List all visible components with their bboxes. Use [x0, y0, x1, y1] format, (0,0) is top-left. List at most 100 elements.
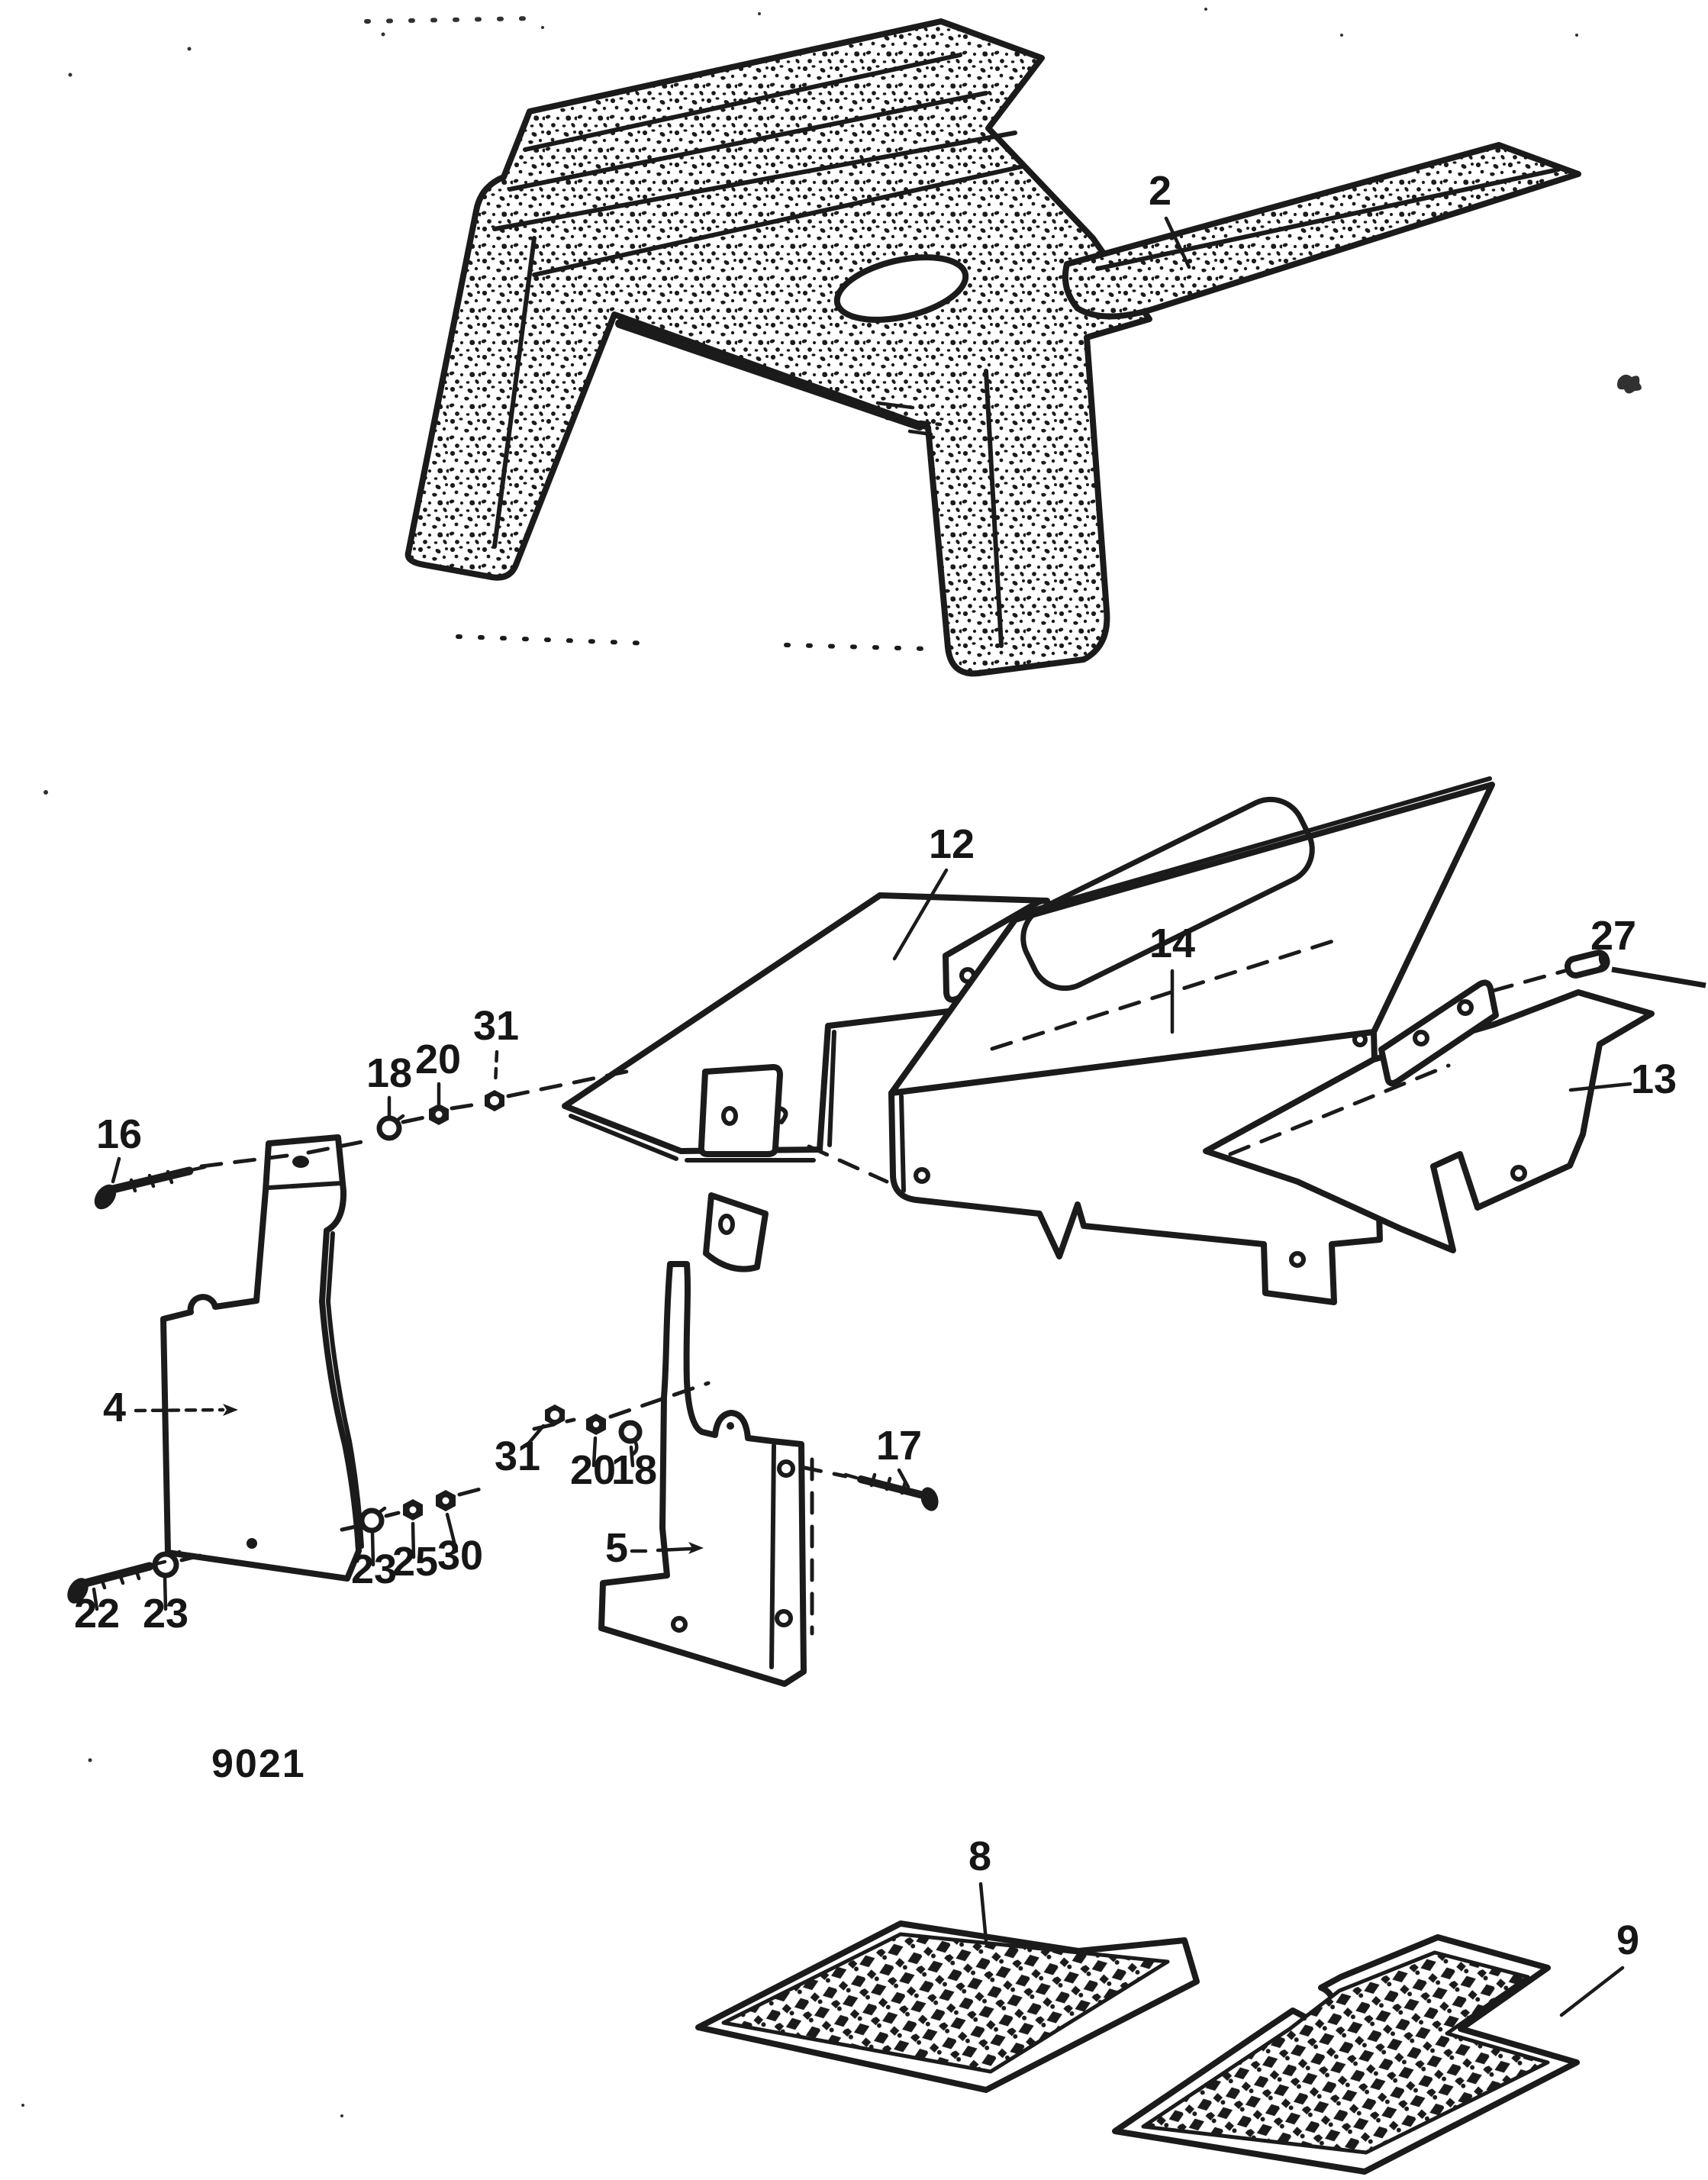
alignment-dashes — [990, 937, 1342, 1051]
nut-center — [409, 1506, 417, 1514]
speck — [340, 2114, 343, 2117]
speck — [88, 1758, 92, 1762]
bolt-axis-dashes — [457, 1485, 491, 1497]
mat-9 — [1112, 1934, 1580, 2175]
callout-16: 16 — [96, 1111, 142, 1157]
callout-13: 13 — [1631, 1056, 1677, 1102]
bolt-axis-dashes — [401, 1115, 427, 1124]
speck — [187, 47, 192, 51]
speck — [21, 2104, 24, 2107]
bracket-hook — [778, 1106, 788, 1124]
bolt-16-icon — [94, 1165, 207, 1210]
washer-ring — [359, 1508, 385, 1533]
alignment-dashes — [807, 1144, 889, 1184]
mat-8-weave — [721, 1932, 1170, 2074]
step-thickness-line — [827, 1030, 836, 1147]
tab-hole — [1457, 999, 1474, 1016]
callout-labels: 2 12 14 27 13 16 18 20 31 4 22 23 23 25 … — [74, 168, 1677, 1963]
back-edge-double-line — [1020, 776, 1492, 915]
fold-line — [508, 91, 988, 192]
nut-31-icon — [545, 1404, 565, 1426]
callout-14: 14 — [1149, 921, 1195, 966]
sheet-thickness-line — [569, 1114, 678, 1161]
wall-inner-line — [769, 1443, 776, 1669]
fold-line — [492, 131, 1017, 231]
bolt-head — [920, 1487, 939, 1511]
leader-25 — [411, 1521, 416, 1559]
bracket-5 — [598, 1192, 814, 1687]
leader-23b — [370, 1530, 375, 1567]
leader-22 — [92, 1587, 99, 1611]
bolt-axis-dashes — [384, 1511, 401, 1518]
fastener-row-upper — [94, 1068, 636, 1210]
leader-lines — [92, 216, 1632, 2017]
edge-hole — [1510, 1165, 1527, 1182]
scan-scribble — [875, 401, 915, 410]
ink-blob — [1617, 374, 1642, 394]
nut-center — [442, 1497, 450, 1504]
bolt-22-icon — [67, 1559, 167, 1604]
bolt-axis-dashes — [306, 1138, 372, 1155]
bolt-17-icon — [843, 1472, 939, 1511]
dotted-artifact-line — [456, 634, 653, 646]
fold-line — [523, 53, 962, 152]
speck — [381, 32, 385, 37]
rectangular-opening — [1020, 796, 1315, 992]
bracket-5-body — [598, 1261, 807, 1687]
leader-20b — [591, 1436, 598, 1468]
leader-23a — [163, 1575, 168, 1611]
callout-2: 2 — [1149, 168, 1171, 214]
scan-scribble — [885, 416, 943, 427]
bolt-axis-dashes — [799, 1465, 848, 1479]
leader-31a — [493, 1050, 499, 1086]
callout-30: 30 — [437, 1533, 483, 1579]
scan-scribble — [907, 429, 933, 437]
washer-slit — [170, 1550, 182, 1559]
callout-17: 17 — [876, 1423, 922, 1469]
wall-thickness-line — [899, 1094, 906, 1193]
surface-dash-line — [1228, 1063, 1451, 1156]
scan-artifacts — [21, 8, 1642, 2117]
bracket-4 — [160, 1134, 364, 1582]
face-hole — [1352, 1032, 1368, 1047]
arm-inner-line — [1095, 167, 1561, 271]
callout-18b: 18 — [611, 1447, 657, 1493]
nut-25-icon — [403, 1499, 423, 1521]
callout-23b: 23 — [351, 1546, 397, 1592]
wall-hole-bottom — [775, 1609, 793, 1627]
mounting-bracket — [698, 1064, 783, 1157]
callout-20a: 20 — [415, 1037, 461, 1082]
leader-2 — [1164, 216, 1191, 269]
bolt-axis-dashes — [506, 1068, 636, 1098]
nut-center — [550, 1411, 559, 1420]
figure-code: 9021 — [211, 1742, 306, 1786]
flange-hole — [292, 1156, 309, 1168]
nut-center — [490, 1096, 499, 1105]
dotted-artifact-line — [784, 643, 929, 651]
nut-center — [593, 1421, 599, 1427]
bolt-shaft — [81, 1562, 154, 1588]
washer-slit — [395, 1114, 405, 1123]
bolt-threads — [98, 1567, 141, 1590]
panel-14 — [888, 776, 1495, 1305]
leader-17 — [897, 1468, 910, 1489]
oval-hole — [833, 254, 969, 323]
speck — [1204, 8, 1207, 11]
leader-30 — [445, 1512, 459, 1553]
bolt-axis-dashes — [340, 1524, 358, 1532]
wall-hole-top — [777, 1459, 795, 1478]
pin-tail-line — [1611, 966, 1706, 988]
callout-9: 9 — [1616, 1917, 1639, 1963]
mat-9-weave — [1141, 1950, 1550, 2155]
nut-31-icon — [485, 1090, 504, 1111]
bolt-threads — [129, 1169, 174, 1193]
base-hole — [247, 1538, 257, 1549]
callout-27: 27 — [1590, 913, 1636, 959]
nut-30-icon — [436, 1490, 456, 1511]
pin-axis-dashes — [1490, 969, 1567, 993]
dotted-artifact-line — [364, 16, 537, 24]
leader-4-arrowhead — [223, 1404, 238, 1416]
speck — [758, 12, 761, 15]
speck — [1340, 34, 1343, 37]
